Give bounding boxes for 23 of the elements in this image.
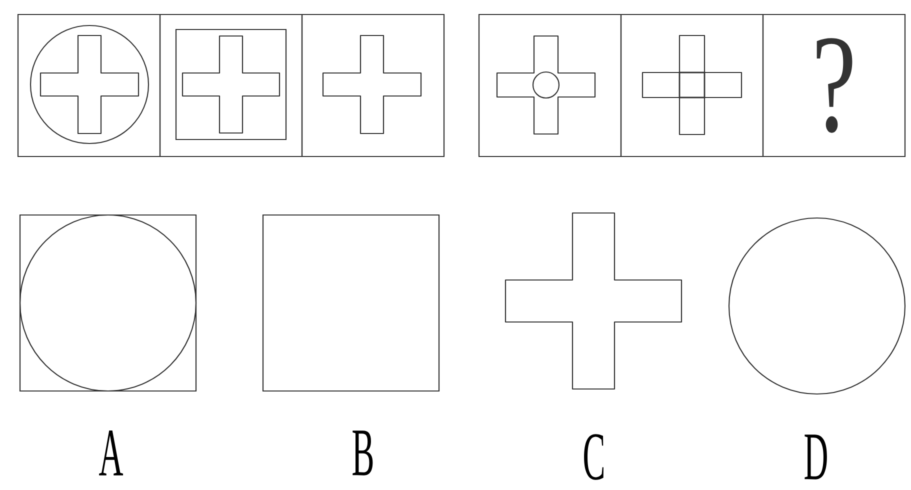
puzzle-cell: ?	[762, 14, 906, 158]
cross-shape	[504, 212, 682, 390]
square-outline	[262, 214, 440, 392]
option-label: C	[584, 434, 604, 480]
cross-shape	[496, 35, 596, 135]
puzzle-cell	[478, 14, 622, 158]
circle-in-square	[19, 214, 197, 392]
puzzle-cell	[301, 14, 445, 158]
square-outline	[175, 28, 287, 140]
cross-shape	[40, 34, 140, 134]
circle-outline	[30, 24, 150, 144]
puzzle-cell	[159, 14, 303, 158]
circle-outline	[728, 217, 906, 395]
cross-shape	[322, 34, 422, 134]
cross-shape	[182, 35, 280, 134]
option-label: D	[804, 434, 827, 480]
small-circle	[532, 71, 560, 99]
cross-shape	[642, 34, 742, 136]
option-label: B	[352, 430, 373, 476]
puzzle-cell	[17, 14, 161, 158]
puzzle-cell	[620, 14, 764, 158]
small-square	[678, 72, 706, 98]
option-label: A	[99, 430, 124, 476]
